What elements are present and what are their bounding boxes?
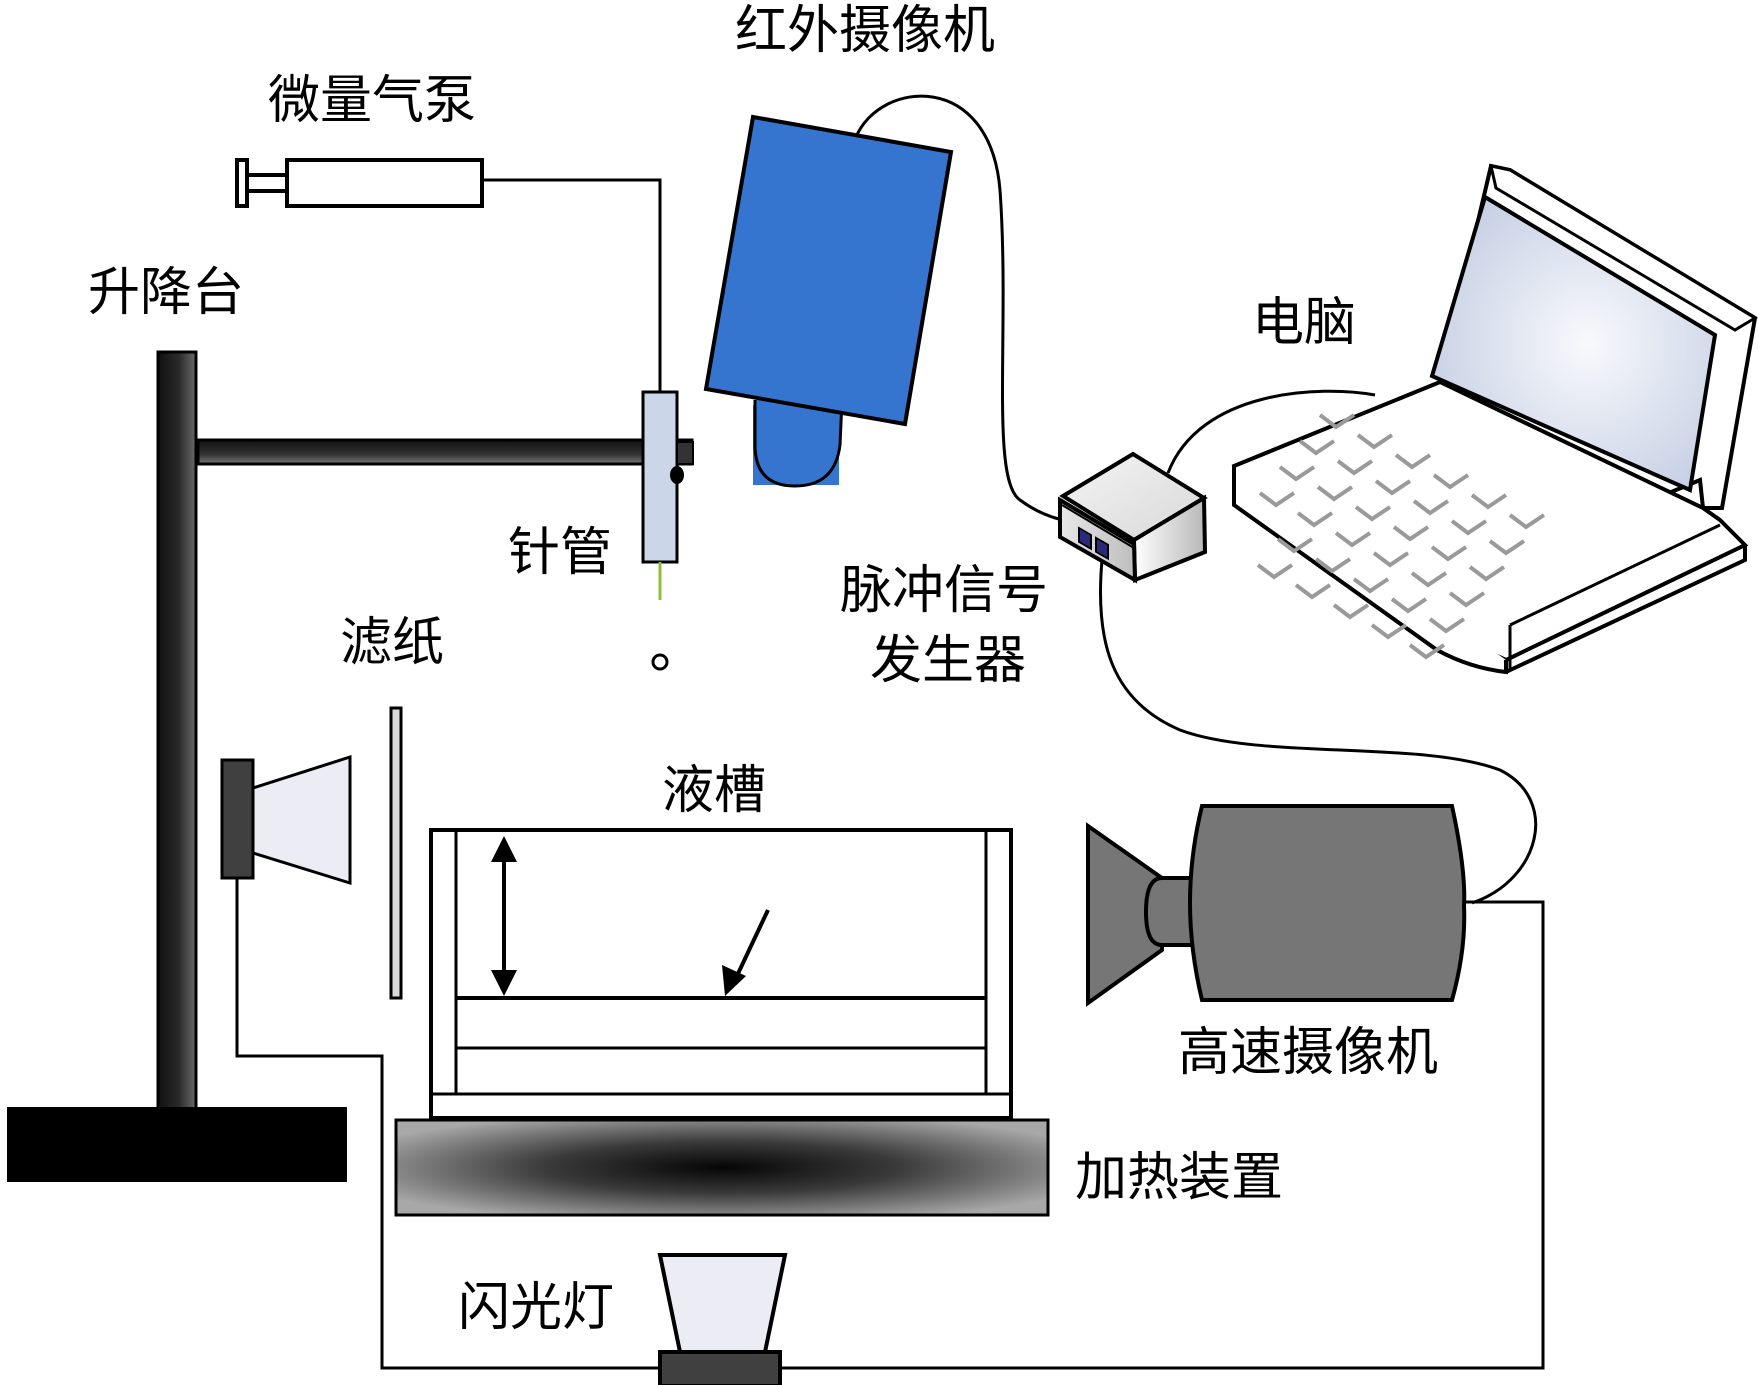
lift-platform-label: 升降台 — [88, 263, 244, 323]
backlight-wire — [235, 878, 660, 1370]
filter-paper — [389, 706, 403, 1000]
heating-device-label: 加热装置 — [1075, 1148, 1283, 1208]
high-speed-camera — [780, 804, 1545, 1370]
plate-pointer-arrow — [733, 909, 770, 981]
laptop-key — [1408, 643, 1446, 660]
ir-camera-body — [703, 114, 954, 427]
micro-air-pump — [235, 158, 662, 392]
laptop-key — [1278, 465, 1316, 482]
heating-device — [394, 1118, 1050, 1217]
laptop-key — [1432, 473, 1470, 490]
computer — [1231, 163, 1758, 675]
laptop-key — [1508, 513, 1546, 530]
flash-lamp-base — [658, 1350, 782, 1385]
liquid-tank-label: 液槽 — [662, 761, 766, 821]
infrared-camera — [703, 114, 954, 488]
syringe-plunger-rod — [245, 173, 289, 193]
tank-outline — [429, 828, 1013, 1120]
laptop-key — [1356, 433, 1394, 450]
laptop-key — [1428, 617, 1466, 634]
micro-air-pump-label: 微量气泵 — [268, 71, 476, 131]
flash-lamp-label: 闪光灯 — [458, 1278, 614, 1338]
backlight-lamp — [220, 754, 660, 1370]
ir-camera-barrel — [753, 399, 844, 488]
computer-cable — [1166, 389, 1376, 474]
laptop-key — [1332, 603, 1370, 620]
pulse-signal-generator — [1058, 451, 1208, 584]
liquid-tank — [429, 828, 1013, 1120]
laptop-key — [1394, 453, 1432, 470]
laptop-key — [1316, 485, 1354, 502]
laptop-key — [1374, 479, 1412, 496]
laptop-key — [1450, 519, 1488, 536]
laptop-key — [1352, 577, 1390, 594]
computer-label: 电脑 — [1252, 293, 1356, 353]
needle-label: 针管 — [508, 523, 612, 583]
flash-lamp — [657, 1253, 788, 1385]
hs-camera-body — [1187, 804, 1467, 1002]
laptop-key — [1314, 557, 1352, 574]
droplet — [651, 653, 669, 671]
laptop-key — [1256, 563, 1294, 580]
high-speed-camera-label: 高速摄像机 — [1178, 1023, 1438, 1083]
laptop-key — [1468, 565, 1506, 582]
laptop-key — [1430, 545, 1468, 562]
needle-assembly — [641, 390, 694, 671]
pulse-generator-label-line1: 脉冲信号 — [840, 561, 1048, 621]
hs-camera-trigger-wire — [780, 900, 1545, 1370]
laptop-key — [1258, 491, 1296, 508]
laptop-key — [1336, 459, 1374, 476]
needle-screw — [670, 466, 684, 484]
high-speed-camera-cable — [1098, 559, 1538, 905]
generator-port-2 — [1095, 536, 1109, 561]
laptop-screen — [1429, 193, 1718, 493]
laptop-key — [1370, 623, 1408, 640]
infrared-camera-label: 红外摄像机 — [735, 1, 995, 61]
laptop-key — [1410, 571, 1448, 588]
stand-pole — [156, 350, 198, 1114]
laptop-key — [1448, 591, 1486, 608]
laptop-key — [1412, 499, 1450, 516]
laptop-key — [1392, 525, 1430, 542]
laptop-key — [1294, 583, 1332, 600]
pulse-generator-label-line2: 发生器 — [870, 631, 1026, 691]
filter-paper-label: 滤纸 — [340, 613, 444, 673]
laptop-key — [1372, 551, 1410, 568]
flash-lamp-diffuser — [657, 1253, 788, 1354]
arm-end-cap — [676, 441, 694, 465]
laptop-key — [1334, 531, 1372, 548]
syringe-barrel — [285, 158, 484, 208]
stand-base — [7, 1107, 347, 1182]
generator-port-1 — [1078, 526, 1092, 551]
laptop-key — [1488, 539, 1526, 556]
laptop-key — [1354, 505, 1392, 522]
laptop-key — [1298, 439, 1336, 456]
air-tube — [482, 178, 662, 392]
laptop-key — [1296, 511, 1334, 528]
backlight-lamp-diffuser — [251, 754, 352, 886]
backlight-lamp-body — [220, 758, 255, 880]
hs-camera-lens-hood — [1086, 822, 1164, 1007]
laptop-key — [1390, 597, 1428, 614]
laptop-key — [1276, 537, 1314, 554]
laptop-key — [1470, 493, 1508, 510]
stand-arm — [196, 438, 694, 466]
ir-camera-cable — [854, 94, 1073, 524]
laptop-keyboard — [1256, 413, 1546, 660]
laptop-key — [1318, 413, 1356, 430]
hs-camera-lens — [1143, 876, 1199, 947]
